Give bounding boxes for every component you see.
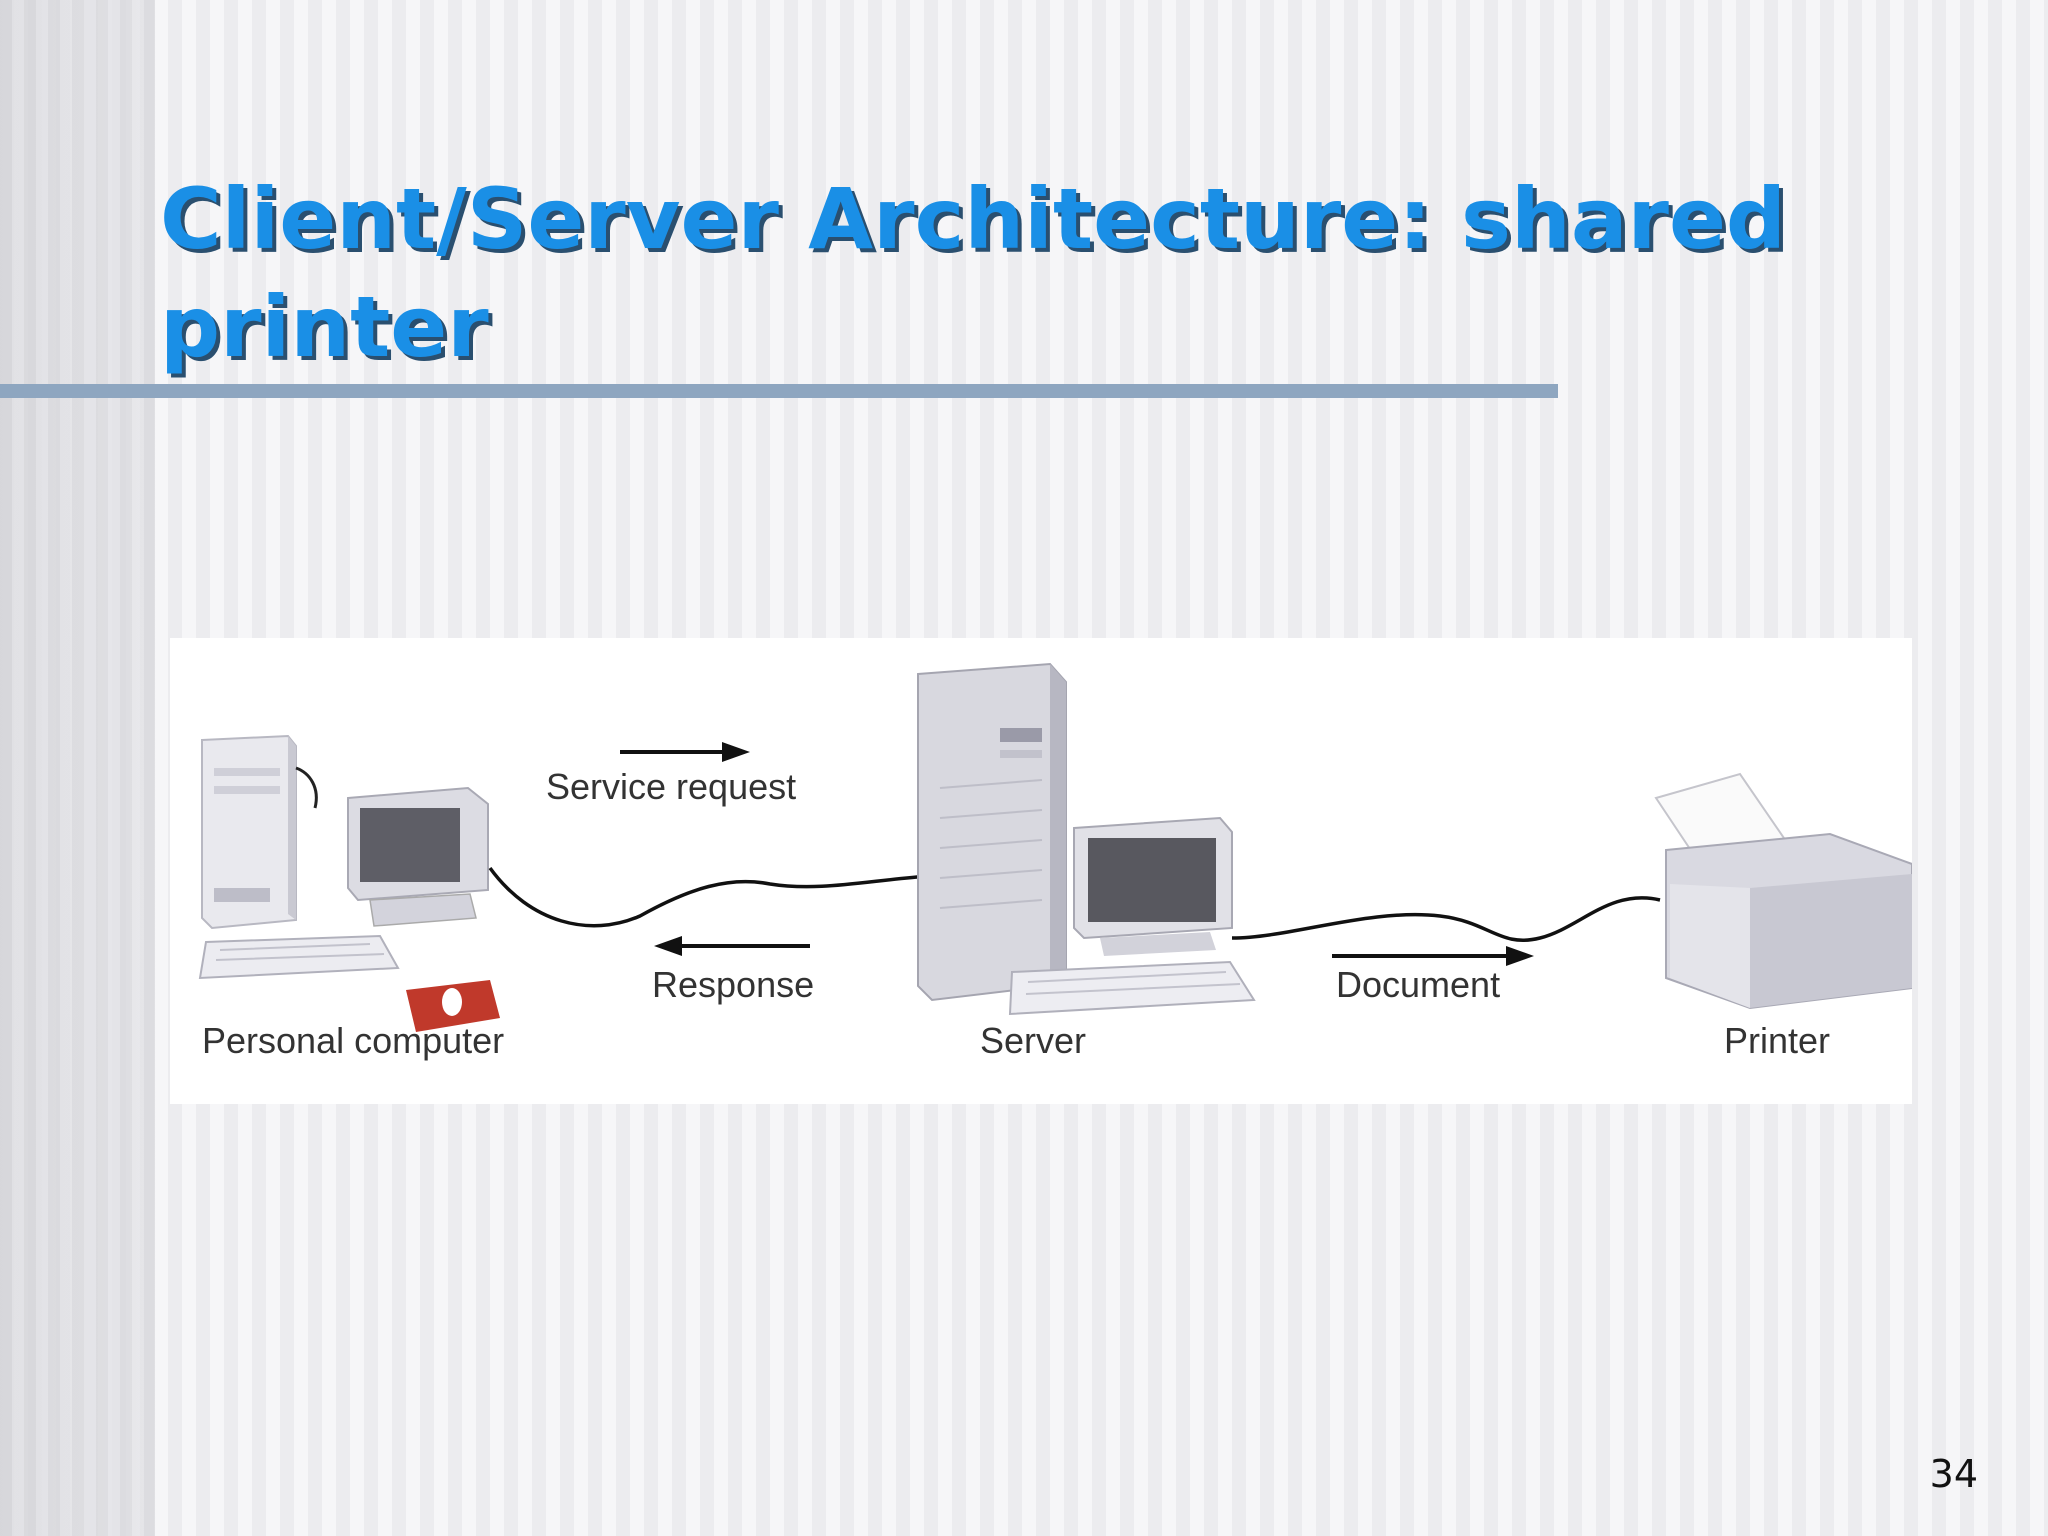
- service-request-label: Service request: [546, 766, 797, 807]
- page-number: 34: [1929, 1452, 1978, 1496]
- server-label: Server: [980, 1020, 1087, 1061]
- slide-title: Client/Server Architecture: shared print…: [160, 170, 1787, 376]
- request-arrow: [620, 742, 750, 762]
- network-cable: [488, 866, 931, 928]
- client-server-diagram: Service request Response Document Person…: [170, 638, 1912, 1104]
- response-label: Response: [652, 964, 815, 1005]
- document-label: Document: [1336, 964, 1501, 1005]
- background-stripe-band: [0, 0, 155, 1536]
- document-arrow: [1332, 946, 1534, 966]
- printer-icon: [1654, 772, 1912, 1010]
- printer-label: Printer: [1724, 1020, 1831, 1061]
- diagram-illustration: [198, 662, 1912, 1032]
- personal-computer-icon: [198, 734, 500, 1032]
- response-arrow: [654, 936, 810, 956]
- title-divider: [0, 384, 1558, 398]
- server-icon: [917, 662, 1256, 1016]
- printer-cable: [1231, 896, 1661, 942]
- personal-computer-label: Personal computer: [202, 1020, 505, 1061]
